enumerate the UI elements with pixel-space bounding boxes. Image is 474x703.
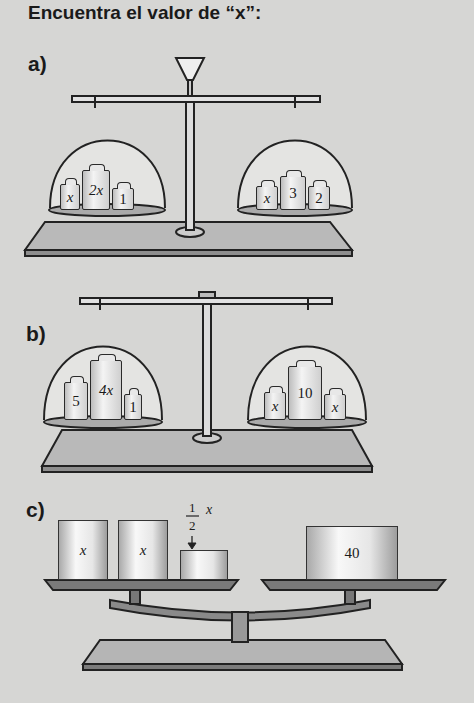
weight-box: x <box>256 186 278 210</box>
weight-value: 10 <box>298 386 313 401</box>
weight-box: 5 <box>64 382 88 420</box>
weight-block: 40 <box>306 526 398 580</box>
weight-value: 4x <box>99 383 113 398</box>
part-label: a) <box>28 52 47 76</box>
weight-value: 1 <box>129 400 137 415</box>
weight-box: 4x <box>90 360 122 420</box>
weight-value: 40 <box>345 546 360 561</box>
weight-value: x <box>332 400 339 415</box>
weight-value: 3 <box>289 186 297 201</box>
weight-box: x <box>264 392 286 420</box>
weight-block: x <box>118 520 168 580</box>
weight-value: x <box>264 191 271 206</box>
weight-box: x <box>324 394 346 420</box>
weight-value: 5 <box>72 394 80 409</box>
balance-a <box>25 58 352 256</box>
weight-box: 1 <box>124 394 142 420</box>
balance-b <box>42 292 372 472</box>
weight-box: 10 <box>288 366 322 420</box>
weight-box: 2x <box>82 170 110 210</box>
weight-value: x <box>80 543 87 558</box>
part-label: b) <box>26 322 46 346</box>
weight-box: x <box>60 184 80 210</box>
weight-block: x <box>58 520 108 580</box>
weight-box: 3 <box>280 176 306 210</box>
weight-value: x <box>67 190 74 205</box>
fraction-term: 2 <box>189 519 196 532</box>
weight-box: 1 <box>112 188 134 210</box>
weight-value: x <box>272 399 279 414</box>
fraction-term: x <box>206 503 212 517</box>
weight-box: 2 <box>308 186 330 210</box>
worksheet-title: Encuentra el valor de “x”: <box>28 2 261 24</box>
weight-value: 2 <box>315 191 323 206</box>
fraction-bar <box>186 515 199 516</box>
weight-block: 12x <box>180 550 228 580</box>
part-label: c) <box>26 498 45 522</box>
balance-c <box>45 516 445 670</box>
fraction-term: 1 <box>189 501 196 514</box>
weight-value: 1 <box>119 192 127 207</box>
weight-value: x <box>140 543 147 558</box>
weight-value: 2x <box>89 183 103 198</box>
